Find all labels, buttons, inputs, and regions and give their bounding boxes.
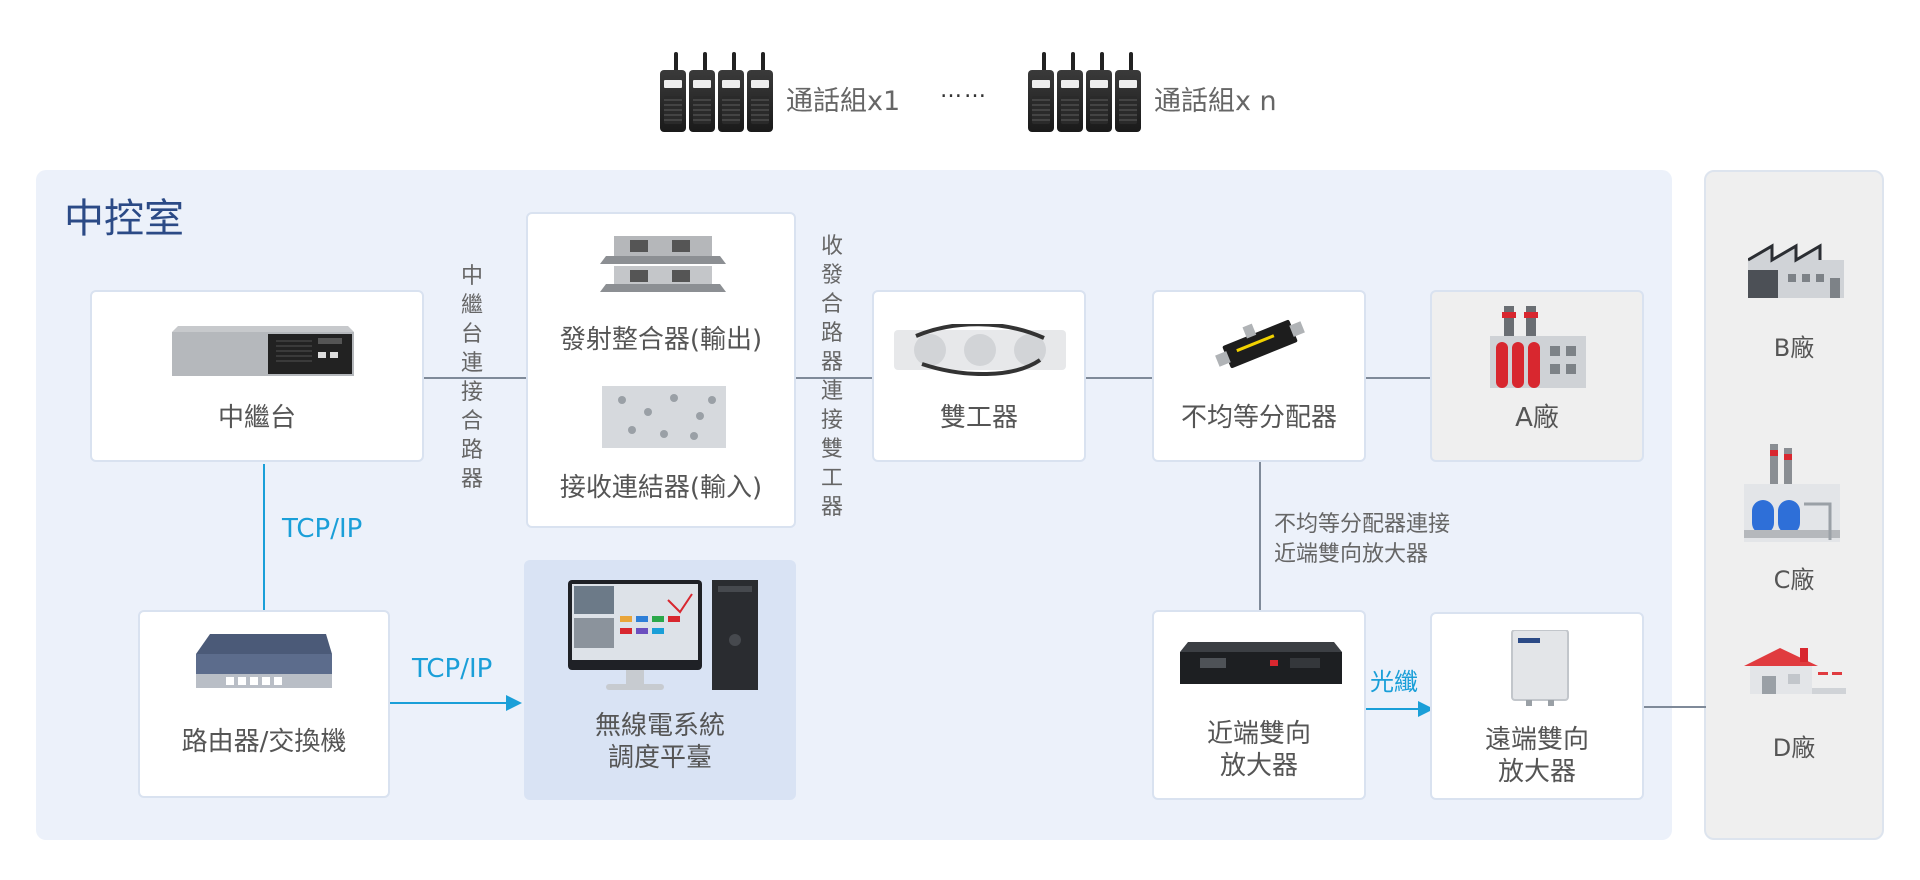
router-icon [196,634,332,688]
walkie-talkie-icon [1028,52,1054,132]
factory-d-label: D廠 [1772,734,1816,762]
receive-connector-icon [602,386,726,448]
line-splitter-factory-a [1366,377,1430,379]
unequal-splitter-label: 不均等分配器 [1180,403,1337,433]
talk-group-1: 通話組x1 [660,42,900,132]
receive-connector-label: 接收連結器(輸入) [559,473,763,503]
far-amplifier-icon [1511,630,1569,706]
vtext-char: 雙 [820,437,843,462]
walkie-talkie-icon [747,52,773,132]
factory-a-icon [1490,306,1586,388]
vtext-char: 器 [820,495,843,520]
vtext-char: 路 [820,321,843,346]
transmit-combiner-icon [600,236,726,292]
duplexer-icon [894,324,1066,376]
repeater-to-combiner-label: 中 繼 台 連 接 合 路 器 [458,262,486,494]
splitter-connection-note: 不均等分配器連接 近端雙向放大器 [1274,510,1450,570]
duplexer-box: 雙工器 [872,290,1086,462]
line-router-dispatch [390,702,506,704]
vtext-char: 合 [460,409,483,434]
factory-c-label: C廠 [1773,566,1815,594]
factory-a-box: A廠 [1430,290,1644,462]
vtext-char: 工 [820,466,843,491]
far-amplifier-label-1: 遠端雙向 [1484,725,1589,755]
line-fiber [1366,708,1420,710]
vtext-char: 接 [460,380,483,405]
near-amplifier-label-1: 近端雙向 [1206,719,1311,749]
walkie-talkie-icon [1115,52,1141,132]
vtext-char: 合 [820,292,843,317]
vtext-char: 器 [820,350,843,375]
factory-b-label: B廠 [1773,334,1815,362]
factory-a-label: A廠 [1515,403,1559,433]
vtext-char: 接 [820,408,843,433]
line-splitter-near-amp [1259,460,1261,612]
walkie-talkie-icon [660,52,686,132]
ellipsis: …… [940,78,988,103]
combiner-to-duplexer-label: 收 發 合 路 器 連 接 雙 工 器 [818,232,846,522]
tcpip-label-1: TCP/IP [282,514,363,544]
far-amplifier-box: 遠端雙向 放大器 [1430,612,1644,800]
repeater-box: 中繼台 [90,290,424,462]
vtext-char: 發 [820,263,843,288]
near-amplifier-icon [1180,642,1342,684]
near-amplifier-box: 近端雙向 放大器 [1152,610,1366,800]
transmit-combiner-label: 發射整合器(輸出) [559,325,763,355]
router-label: 路由器/交換機 [181,727,347,757]
vtext-char: 中 [460,264,483,289]
vtext-char: 台 [460,322,483,347]
walkie-talkie-icon [1057,52,1083,132]
vtext-char: 繼 [460,293,483,318]
control-room-title: 中控室 [64,196,184,242]
talk-group-1-label: 通話組x1 [786,86,901,117]
walkie-talkie-icon [689,52,715,132]
talk-group-n-label: 通話組x n [1154,86,1277,117]
vtext-char: 路 [460,438,483,463]
line-combiner-duplexer [796,377,872,379]
factory-b-icon [1748,243,1844,298]
splitter-note-line-1: 不均等分配器連接 [1274,512,1451,537]
walkie-talkie-icon [1086,52,1112,132]
tcpip-label-2: TCP/IP [412,654,493,684]
dispatch-platform-label-1: 無線電系統 [594,711,725,741]
line-repeater-router [263,464,265,610]
splitter-note-line-2: 近端雙向放大器 [1274,542,1429,567]
line-duplexer-splitter [1086,377,1152,379]
dispatch-workstation-icon [568,580,758,690]
walkie-talkie-icon [718,52,744,132]
vtext-char: 連 [460,351,483,376]
dispatch-platform-box: 無線電系統 調度平臺 [524,560,796,800]
vtext-char: 連 [820,379,843,404]
vtext-char: 收 [820,234,843,259]
near-amplifier-label-2: 放大器 [1219,751,1298,781]
factory-d-icon [1744,648,1846,694]
talk-group-n: 通話組x n [1028,42,1277,132]
unequal-splitter-icon [1215,319,1305,369]
fiber-label: 光纖 [1370,668,1418,696]
far-amplifier-label-2: 放大器 [1497,757,1576,787]
dispatch-platform-label-2: 調度平臺 [607,743,712,773]
combiner-box: 發射整合器(輸出) 接收連結器(輸入) [526,212,796,528]
repeater-label: 中繼台 [217,403,296,433]
line-repeater-combiner [424,377,526,379]
factory-c-icon [1744,444,1840,542]
repeater-device-icon [172,326,354,376]
unequal-splitter-box: 不均等分配器 [1152,290,1366,462]
router-box: 路由器/交換機 [138,610,390,798]
vtext-char: 器 [460,467,483,492]
arrow-router-dispatch [506,695,522,711]
line-far-amp-factories [1644,706,1706,708]
duplexer-label: 雙工器 [939,403,1018,433]
